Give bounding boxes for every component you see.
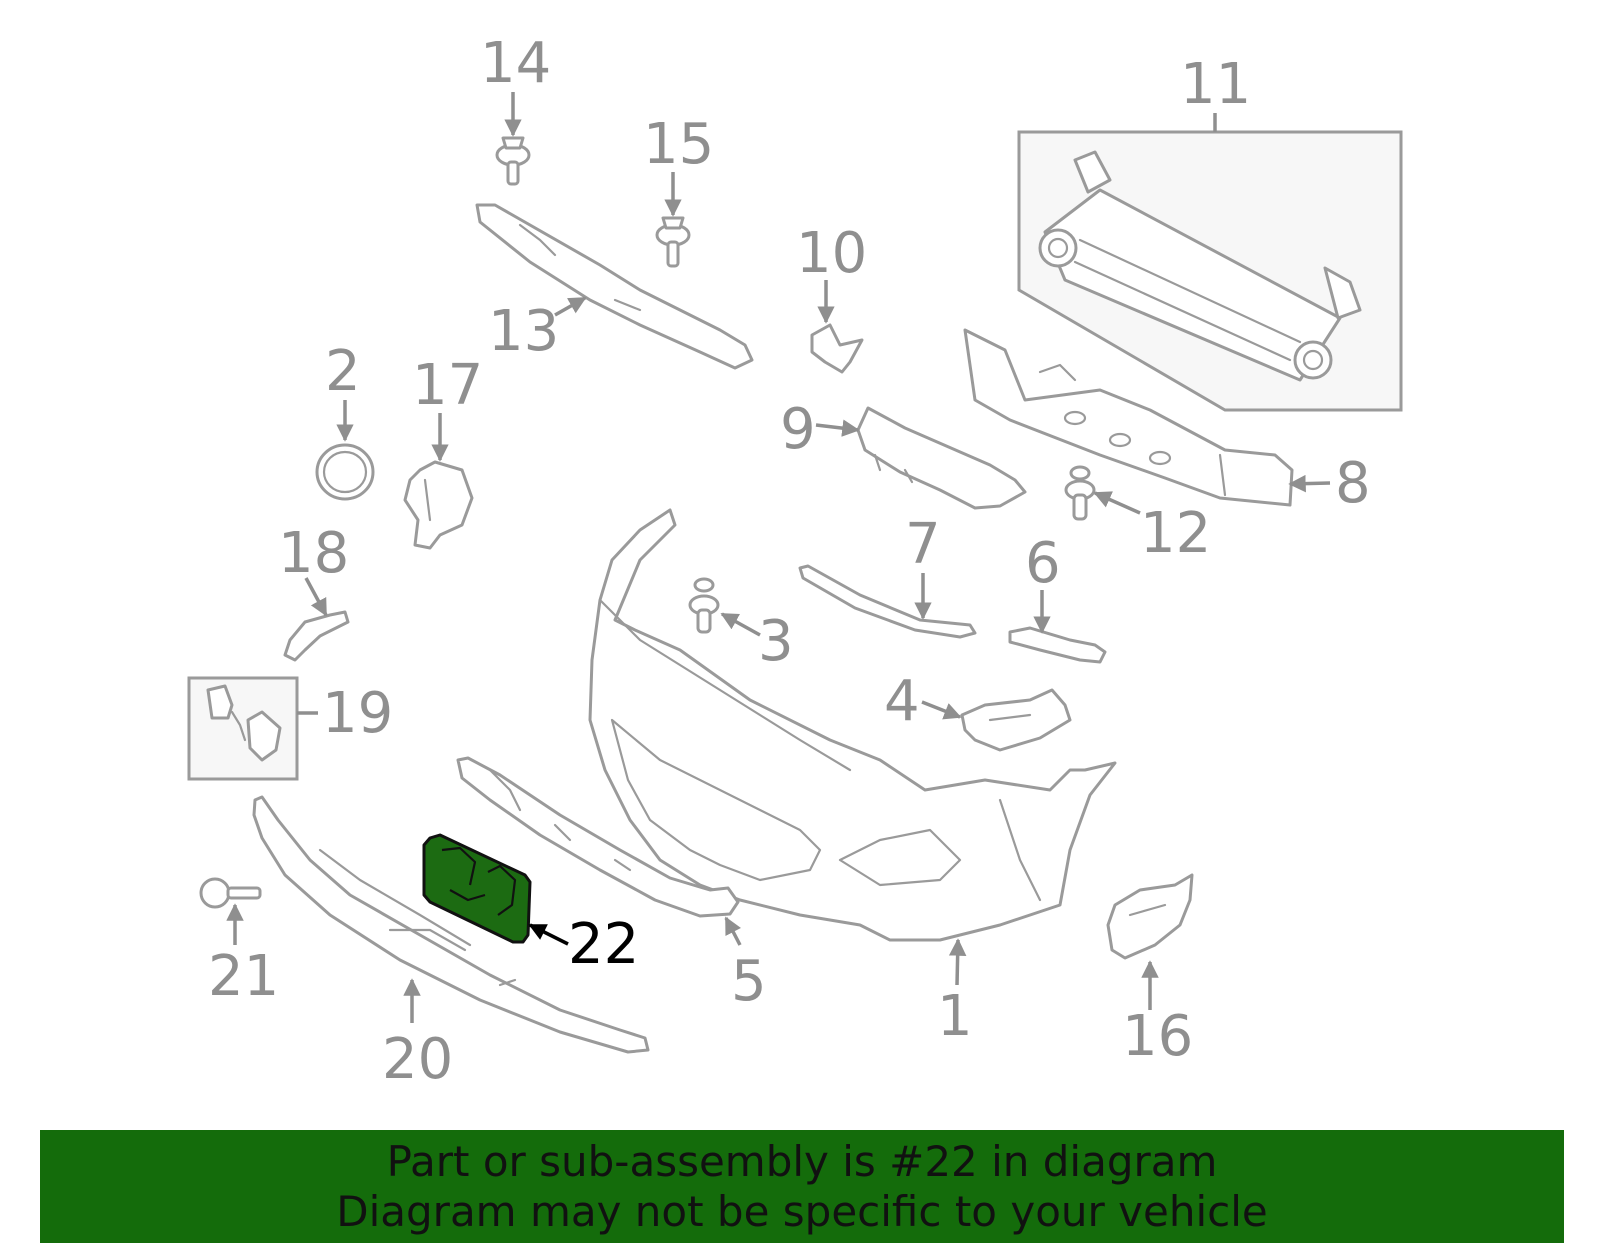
callout-13: 13 <box>488 299 559 364</box>
callout-18: 18 <box>278 521 349 586</box>
part-16-bracket[interactable] <box>1106 873 1194 960</box>
part-2-ring[interactable] <box>315 443 375 501</box>
callout-6: 6 <box>1025 531 1061 596</box>
part-15-bolt[interactable] <box>655 216 691 268</box>
callout-12: 12 <box>1140 501 1211 566</box>
callout-4: 4 <box>884 669 920 734</box>
callout-labels: 1 2 3 4 5 6 7 8 9 10 11 12 13 14 15 16 1… <box>208 31 1371 1092</box>
part-1-bumper-cover[interactable] <box>588 508 1117 942</box>
part-9-upper-absorber[interactable] <box>856 406 1027 510</box>
callout-14: 14 <box>480 31 551 96</box>
banner-line-2: Diagram may not be specific to your vehi… <box>336 1186 1268 1236</box>
part-17-bracket[interactable] <box>403 460 474 550</box>
callout-11: 11 <box>1180 52 1251 117</box>
callout-20: 20 <box>382 1027 453 1092</box>
callout-5: 5 <box>731 949 767 1014</box>
leader-lines <box>226 92 1331 1023</box>
callout-16: 16 <box>1122 1004 1193 1069</box>
callout-10: 10 <box>796 221 867 286</box>
part-12-push-pin[interactable] <box>1064 465 1096 521</box>
banner-line-1: Part or sub-assembly is #22 in diagram <box>386 1136 1218 1186</box>
part-13-upper-support[interactable] <box>475 203 754 370</box>
callout-2: 2 <box>325 339 361 404</box>
callout-7: 7 <box>905 512 941 577</box>
callout-8: 8 <box>1335 451 1371 516</box>
part-21-bolt[interactable] <box>199 877 262 909</box>
part-11-bumper-reinforcement[interactable] <box>1017 130 1403 412</box>
part-3-push-pin[interactable] <box>688 577 720 634</box>
callout-9: 9 <box>780 397 816 462</box>
part-5-lower-trim[interactable] <box>456 756 740 918</box>
part-7-trim-strip[interactable] <box>798 564 977 639</box>
part-14-bolt[interactable] <box>495 136 531 186</box>
callout-17: 17 <box>412 353 483 418</box>
callout-21: 21 <box>208 944 279 1009</box>
part-4-bracket[interactable] <box>960 688 1072 752</box>
callout-3: 3 <box>758 609 794 674</box>
part-10-bracket[interactable] <box>810 323 864 374</box>
callout-1: 1 <box>937 984 973 1049</box>
part-19-bracket-kit[interactable] <box>187 676 299 781</box>
callout-15: 15 <box>643 112 714 177</box>
info-banner: Part or sub-assembly is #22 in diagram D… <box>40 1130 1564 1243</box>
callout-19: 19 <box>322 681 393 746</box>
part-18-clip[interactable] <box>283 610 350 662</box>
part-8-energy-absorber[interactable] <box>963 328 1294 507</box>
part-20-lower-grille[interactable] <box>252 795 650 1054</box>
callout-22: 22 <box>568 912 639 977</box>
part-22-license-plate-bracket[interactable] <box>422 833 532 944</box>
part-6-bracket[interactable] <box>1008 626 1107 664</box>
